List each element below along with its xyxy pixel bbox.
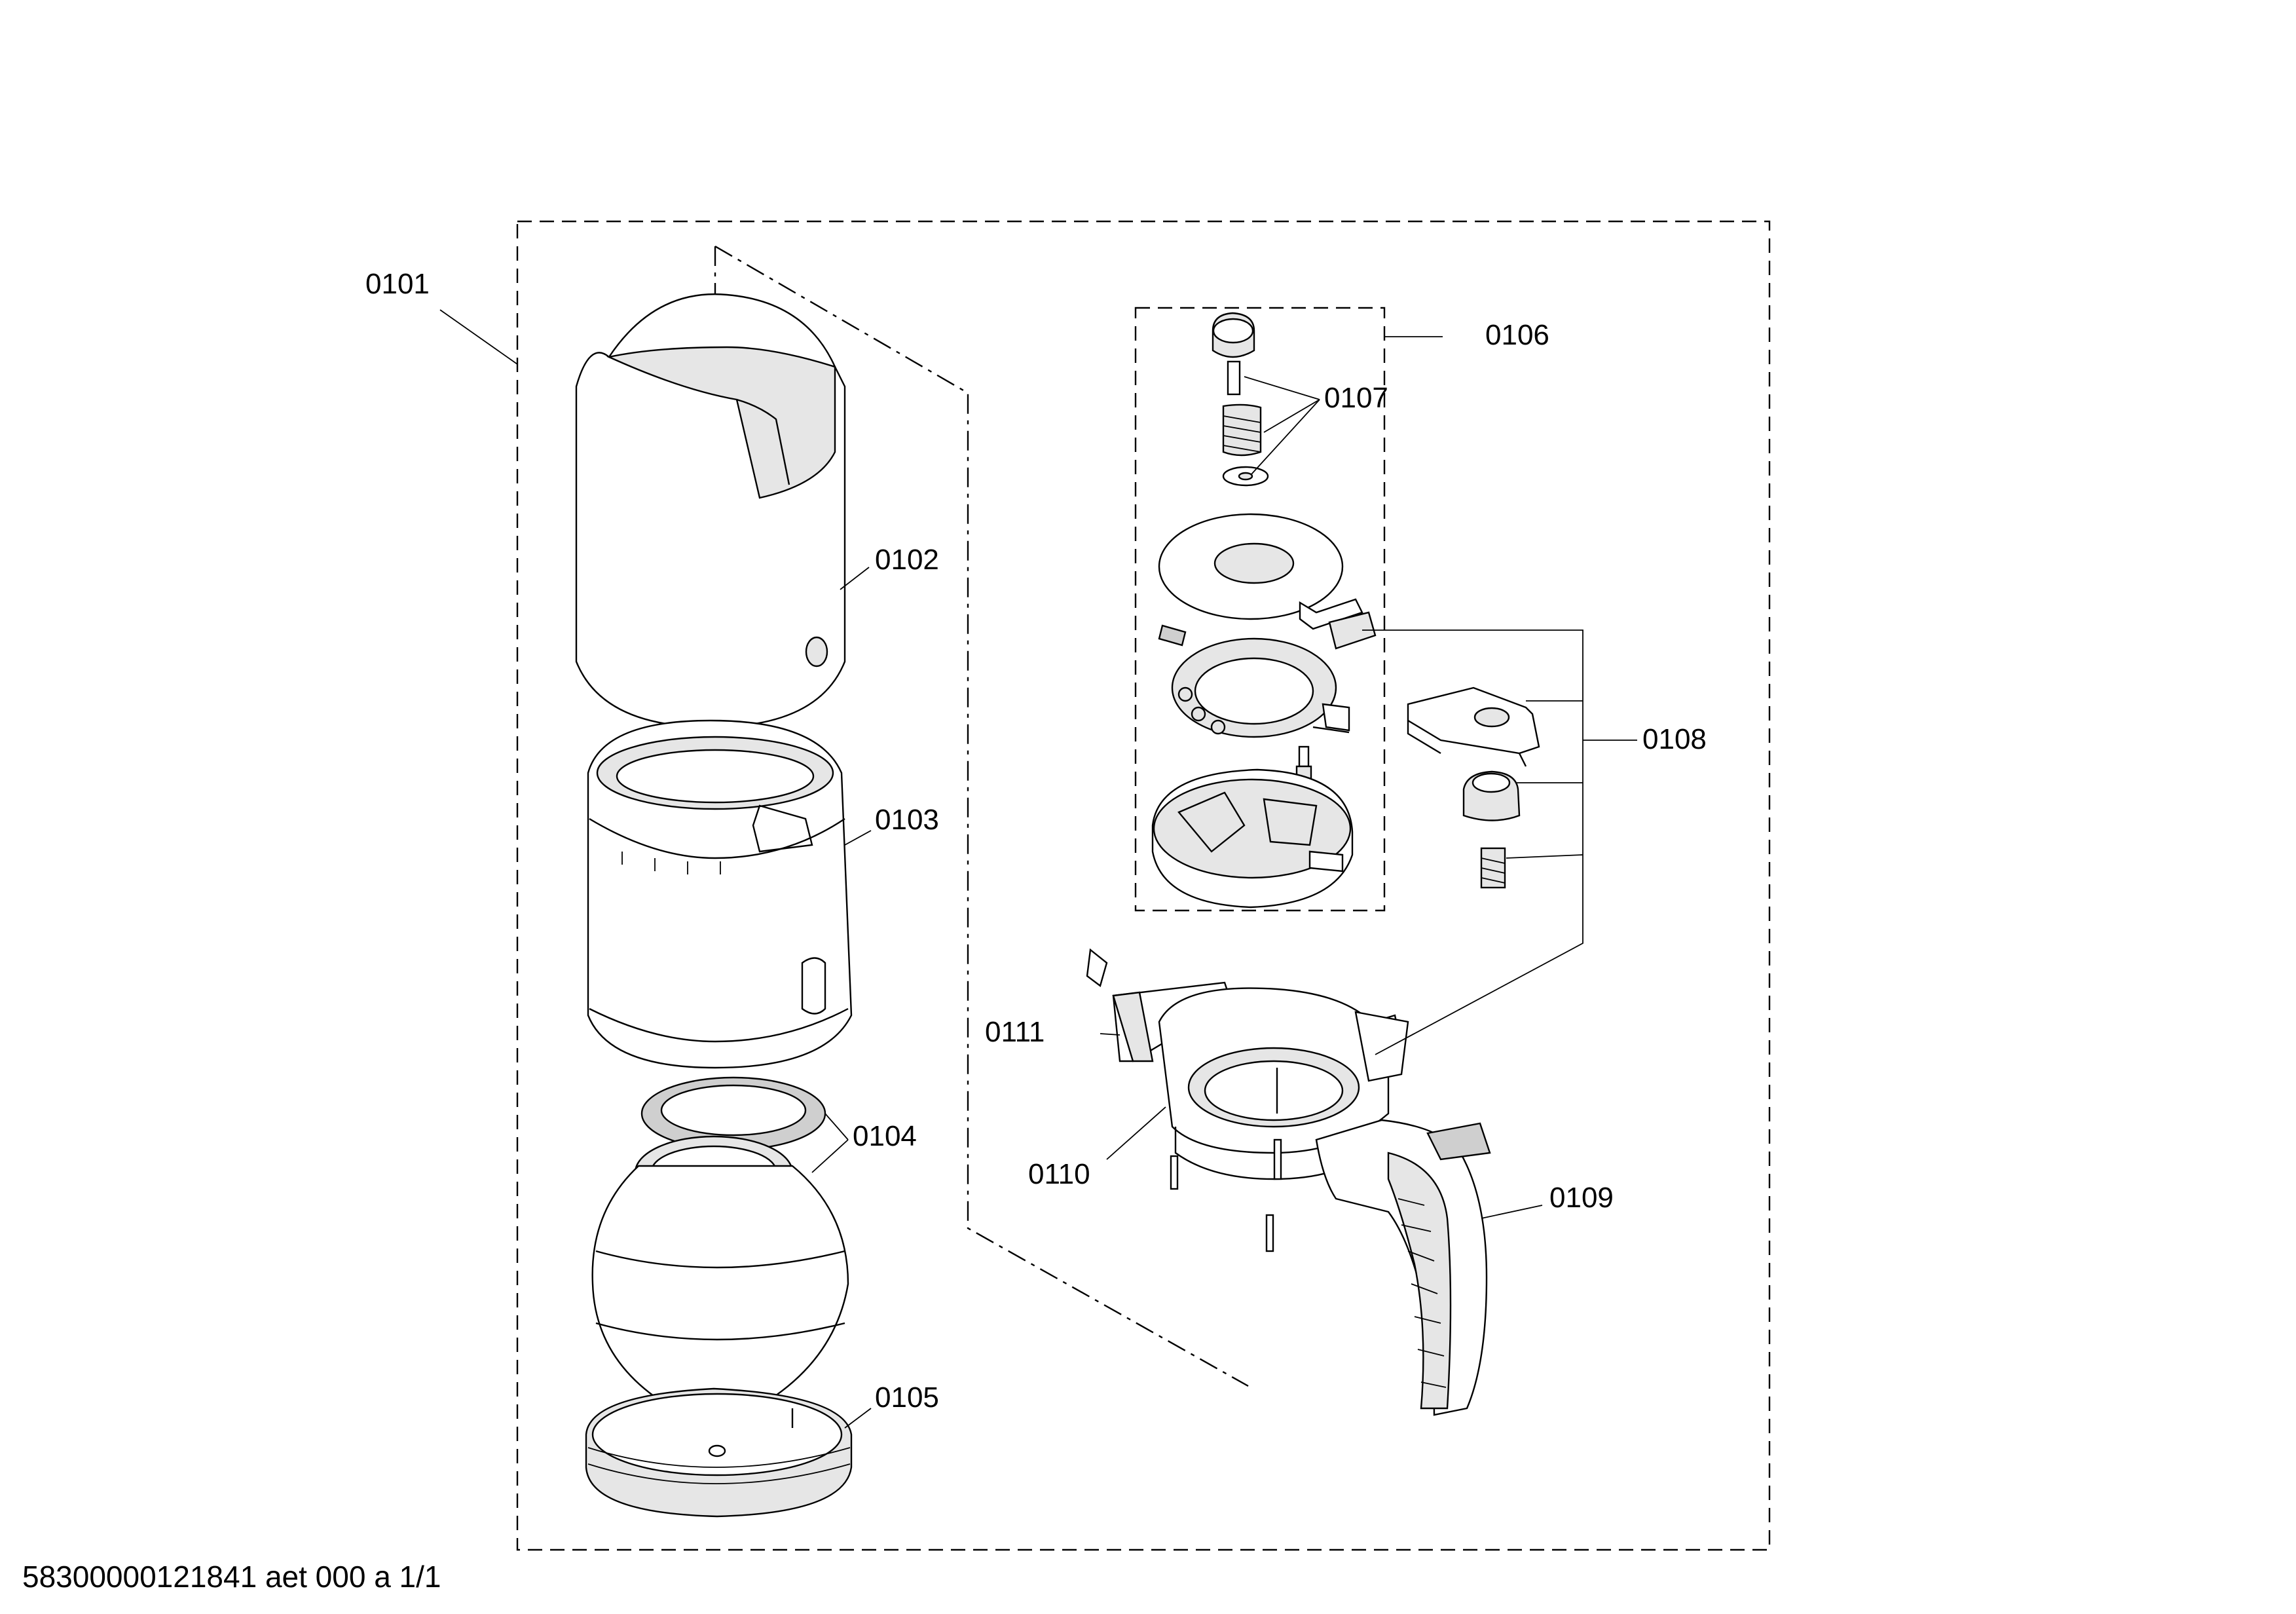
assembly-frame-0101: [516, 220, 1771, 1551]
part-toothed-ring: [1158, 624, 1350, 738]
label-0102: 0102: [875, 544, 939, 576]
drawing-code: 58300000121841 aet 000 a 1/1: [22, 1560, 441, 1594]
label-0103: 0103: [875, 804, 939, 836]
part-0105-base: [585, 1387, 853, 1518]
part-0103-middle-housing: [587, 719, 853, 1069]
part-lower-housing: [1151, 768, 1354, 909]
label-0109: 0109: [1549, 1182, 1614, 1214]
label-0104: 0104: [853, 1120, 917, 1152]
part-screws: [1170, 1138, 1282, 1252]
label-0105: 0105: [875, 1381, 939, 1414]
label-0107: 0107: [1324, 382, 1388, 414]
leader-lines: [439, 309, 1637, 1429]
part-0109-handle: [1315, 1011, 1491, 1416]
part-0107-screw-spring-washer: [1212, 312, 1269, 487]
part-cover-plate: [1158, 513, 1377, 650]
part-0102-upper-housing: [575, 293, 846, 728]
label-0110: 0110: [1028, 1158, 1090, 1190]
part-0108-spring: [1480, 847, 1506, 889]
part-0108-bracket: [1407, 686, 1540, 767]
label-0101: 0101: [365, 268, 430, 300]
subassembly-frame-0106: [1134, 307, 1386, 912]
label-0106: 0106: [1485, 319, 1549, 351]
part-0110-carrier: [1158, 987, 1403, 1180]
part-0108-button-cap: [1462, 770, 1521, 821]
label-0111: 0111: [985, 1016, 1045, 1048]
explode-axis-line: [714, 245, 1249, 1387]
label-0108: 0108: [1642, 723, 1707, 755]
